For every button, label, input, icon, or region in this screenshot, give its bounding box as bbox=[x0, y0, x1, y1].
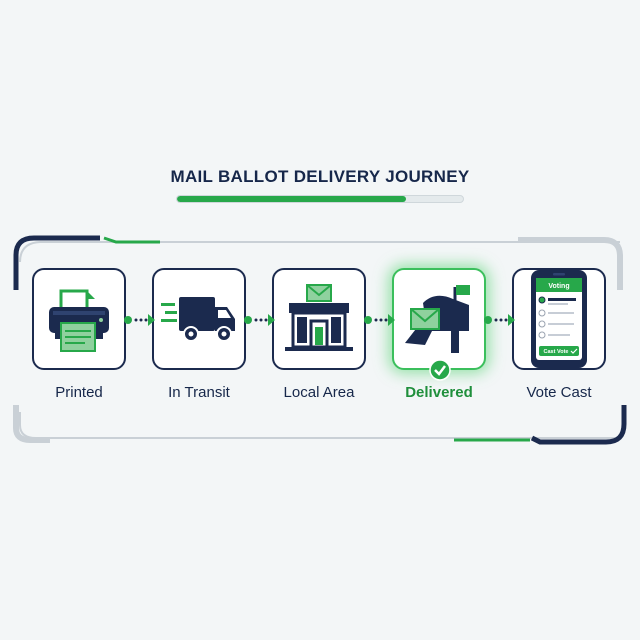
delivery-truck-icon bbox=[161, 297, 235, 342]
stage-label-in-transit: In Transit bbox=[168, 384, 230, 401]
phone-voting-icon: Voting Cast Vote bbox=[531, 270, 587, 368]
mailbox-icon bbox=[405, 285, 470, 353]
delivered-check-icon bbox=[429, 359, 451, 381]
journey-progress-fill bbox=[177, 196, 406, 202]
stage-local-area bbox=[272, 268, 366, 370]
stage-delivered bbox=[392, 268, 486, 370]
printer-icon bbox=[49, 289, 109, 352]
cast-vote-button: Cast Vote bbox=[544, 349, 569, 355]
stage-label-vote-cast: Vote Cast bbox=[526, 384, 592, 401]
phone-header: Voting bbox=[548, 283, 569, 290]
connector-arrow-1 bbox=[124, 314, 155, 326]
journey-progress-bar bbox=[176, 195, 464, 203]
connector-arrow-2 bbox=[244, 314, 275, 326]
stage-label-local-area: Local Area bbox=[283, 384, 355, 401]
stage-in-transit bbox=[152, 268, 246, 370]
stage-label-delivered: Delivered bbox=[405, 384, 473, 401]
stage-vote-cast: Voting Cast Vote bbox=[512, 268, 606, 370]
post-office-icon bbox=[285, 284, 353, 351]
connector-arrow-3 bbox=[364, 314, 395, 326]
connector-arrow-4 bbox=[484, 314, 515, 326]
stage-printed bbox=[32, 268, 126, 370]
page-title: MAIL BALLOT DELIVERY JOURNEY bbox=[170, 167, 470, 186]
stage-label-printed: Printed bbox=[55, 384, 103, 401]
